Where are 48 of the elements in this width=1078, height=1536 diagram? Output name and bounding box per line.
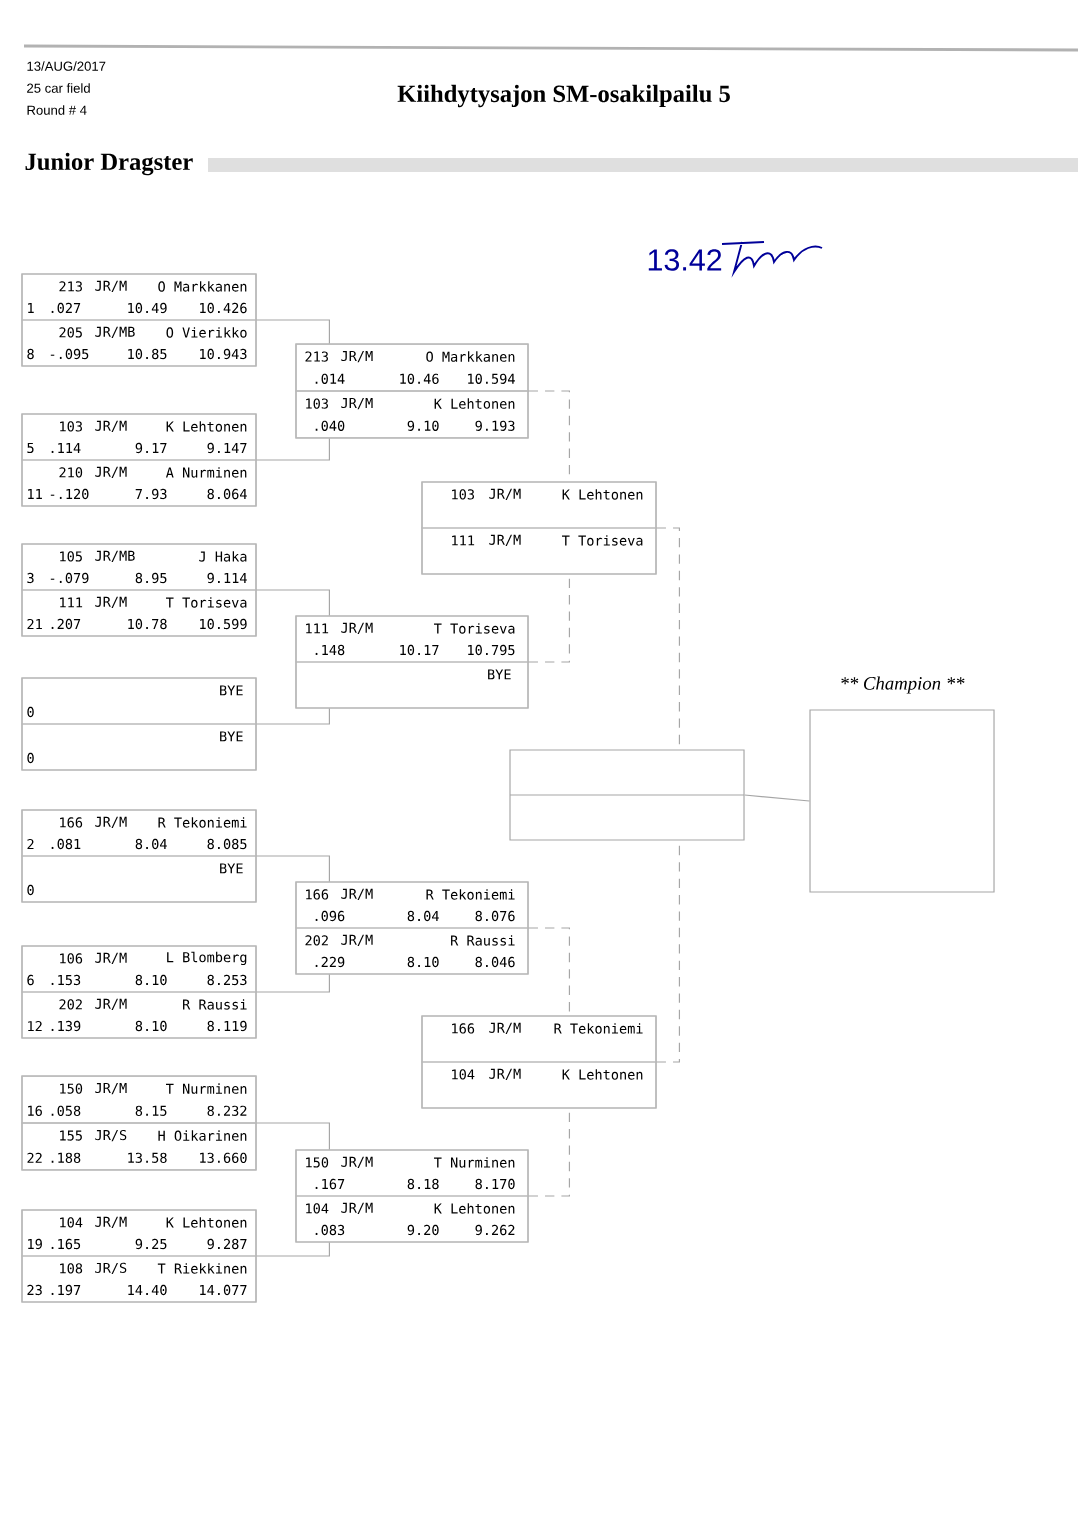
bracket-line — [256, 974, 330, 993]
lane-box — [21, 1255, 257, 1303]
lane-box — [21, 543, 257, 591]
lane-box — [21, 1209, 257, 1257]
lane-box — [21, 459, 257, 507]
bracket-line — [256, 589, 330, 616]
lane-box — [21, 991, 257, 1039]
bracket-line — [744, 794, 810, 802]
bracket-line — [656, 840, 680, 1063]
lane-box — [21, 677, 257, 725]
lane-box — [21, 319, 257, 367]
lane-box — [21, 273, 257, 321]
lane-box — [295, 927, 529, 975]
lane-box — [295, 1149, 529, 1197]
lane-box — [421, 1015, 657, 1063]
bracket-line — [256, 319, 330, 344]
lane-box — [421, 481, 657, 529]
lane-box — [21, 1122, 257, 1171]
handwritten-note: 13.42 — [648, 249, 722, 271]
final-box — [509, 749, 745, 841]
node-label: ** Champion ** — [841, 676, 965, 694]
champion-box: ** Champion ** — [809, 676, 995, 893]
lane-box — [295, 881, 529, 929]
lane-box — [421, 527, 657, 575]
lane-box — [295, 343, 529, 392]
lane-box — [295, 1195, 529, 1243]
lane-box — [295, 390, 529, 439]
bracket-line — [256, 708, 330, 725]
lane-box — [295, 661, 529, 709]
bracket-line — [656, 527, 680, 750]
lane-box — [295, 615, 529, 663]
lane-box — [21, 855, 257, 903]
lane-box — [421, 1061, 657, 1109]
lane-box — [21, 1075, 257, 1124]
bracket-line — [256, 1122, 330, 1150]
lane-box — [21, 809, 257, 857]
bracket-line — [528, 574, 570, 663]
bracket-line — [256, 1242, 330, 1257]
bracket-line — [528, 1108, 570, 1197]
bracket-line — [256, 438, 330, 461]
title: Kiihdytysajon SM-osakilpailu 5 — [397, 84, 730, 108]
bracket-line — [256, 855, 330, 882]
bracket-line — [528, 927, 570, 1016]
lane-box — [21, 589, 257, 637]
lane-box — [21, 413, 257, 461]
class-heading: Junior Dragster — [25, 152, 193, 176]
lane-box — [21, 723, 257, 771]
lane-box — [21, 945, 257, 993]
